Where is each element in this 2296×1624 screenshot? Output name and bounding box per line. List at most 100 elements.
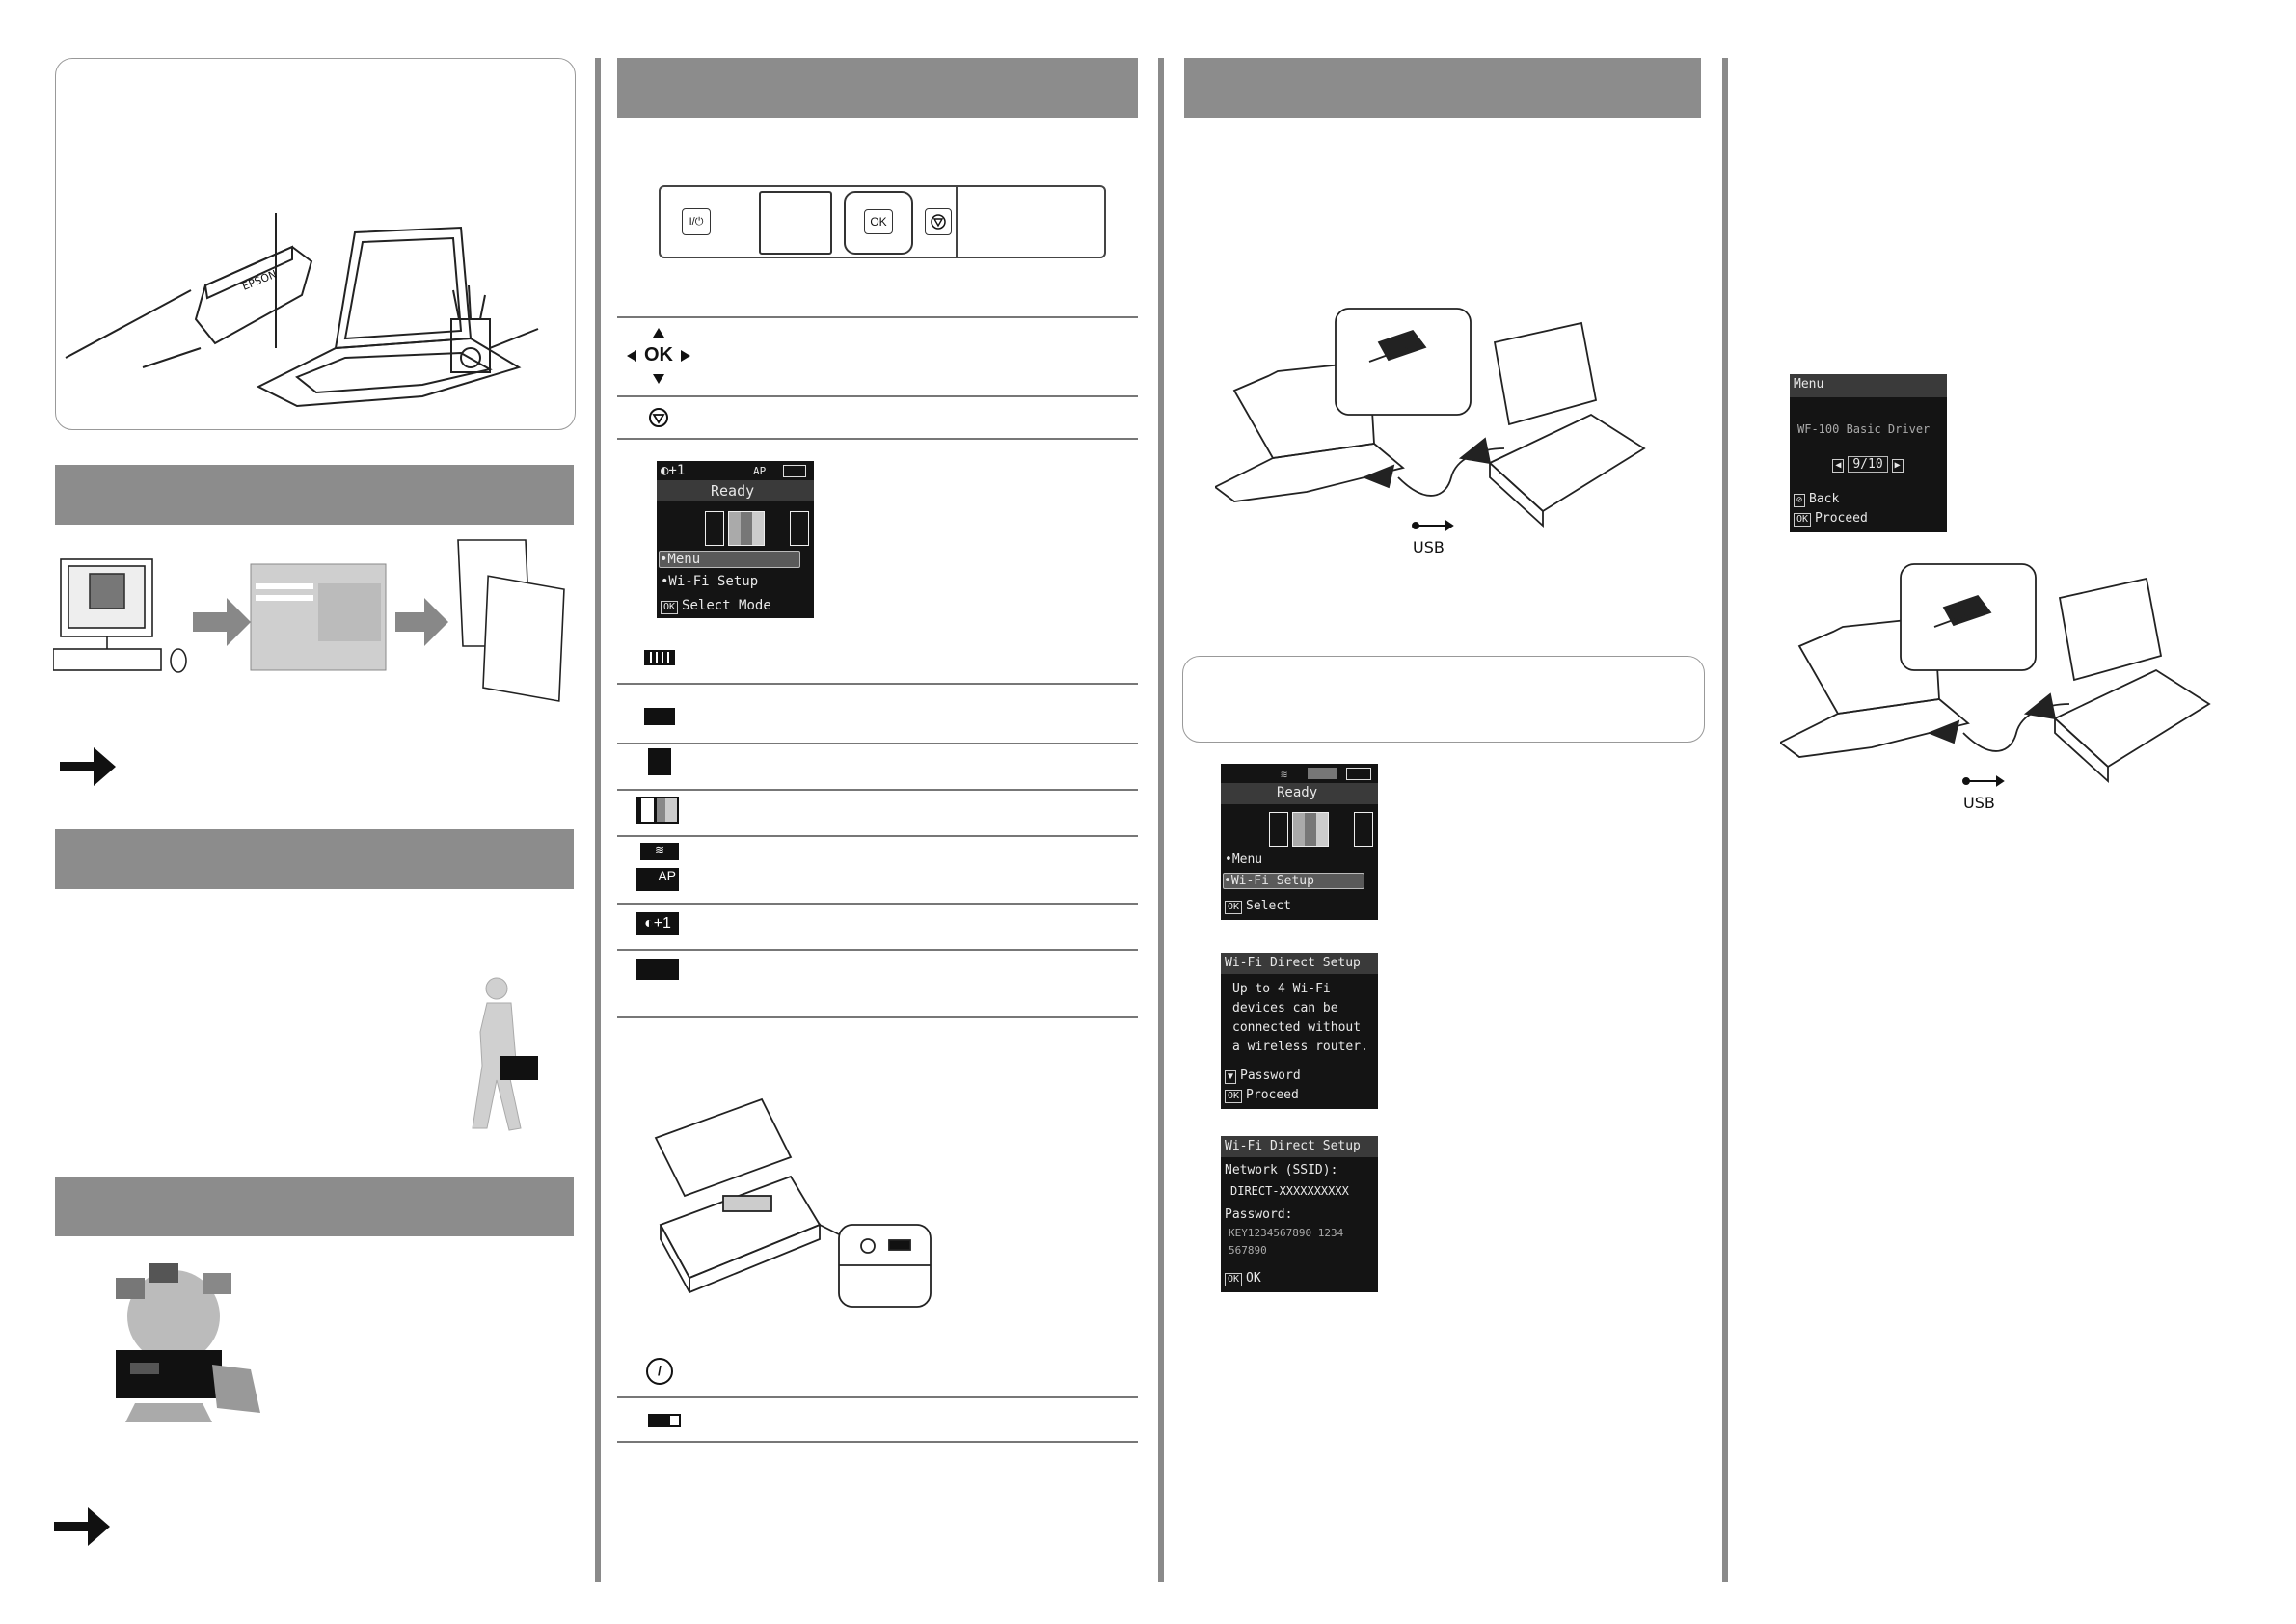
column-divider-1	[595, 58, 601, 1582]
lcd-ready-label: Ready	[711, 482, 755, 500]
usb-label: USB	[1413, 538, 1445, 556]
wifi-icon: ≋	[1281, 768, 1288, 781]
maintenance-box-status-icon	[648, 748, 671, 775]
column-divider-3	[1722, 58, 1728, 1582]
lcd-title-bar	[1221, 1136, 1378, 1157]
panel-lcd	[759, 191, 832, 255]
lcd-password-hint[interactable]: ▼Password	[1225, 1069, 1301, 1084]
lcd-title-bar	[1790, 374, 1947, 397]
battery-icon	[783, 465, 806, 477]
section-header-3	[55, 1177, 574, 1236]
stop-icon	[931, 214, 946, 230]
lcd-wifi-direct-setup-2: Wi-Fi Direct Setup Network (SSID): DIREC…	[1221, 1136, 1378, 1292]
table-line	[617, 1441, 1138, 1443]
wifi-ap-icon: AP	[636, 868, 679, 891]
dpad[interactable]: OK	[844, 191, 913, 255]
lcd-wifi-direct-setup: Wi-Fi Direct Setup Up to 4 Wi-Fi devices…	[1221, 953, 1378, 1109]
ink-plus-icon: ◐+1	[636, 912, 679, 935]
lcd-menu-screen: Menu WF-100 Basic Driver ◀9/10▶ ⊘Back OK…	[1790, 374, 1947, 532]
lcd-ready-label: Ready	[1277, 785, 1318, 800]
section-header-2	[55, 829, 574, 889]
printer-services-illustration	[116, 1263, 260, 1422]
wifi-status-icon: ≋	[640, 843, 679, 860]
wifi-ap-icon	[1308, 768, 1337, 779]
printer-laptop-illustration: EPSON	[65, 213, 539, 408]
lcd-line-1: Up to 4 Wi-Fi	[1232, 982, 1331, 996]
ink-cartridges-icon	[1269, 812, 1333, 847]
battery-icon	[1346, 768, 1371, 780]
battery-low-icon	[648, 1414, 681, 1427]
table-line	[617, 743, 1138, 744]
section-header-5	[1184, 58, 1701, 118]
lcd-title: Wi-Fi Direct Setup	[1225, 1139, 1361, 1153]
lcd-status-icons: ◐+1	[661, 463, 686, 478]
battery-charging-icon	[644, 708, 675, 725]
usb-symbol-icon	[1962, 775, 2005, 787]
lcd-password-label: Password:	[1225, 1207, 1293, 1222]
arrow-keys-icon	[627, 328, 690, 384]
lcd-password-value-2: 567890	[1229, 1244, 1267, 1257]
lcd-back-hint[interactable]: ⊘Back	[1794, 492, 1839, 507]
manual-flow-illustration	[53, 539, 565, 702]
walking-person-illustration	[472, 977, 538, 1131]
arrow-right-icon-1	[60, 747, 116, 786]
error-icon	[636, 959, 679, 980]
section-header-1	[55, 465, 574, 525]
intro-illustration-box: EPSON	[55, 58, 576, 430]
power-button[interactable]: I/⏻	[682, 208, 711, 235]
lcd-menu-item[interactable]: •Menu	[1225, 853, 1263, 867]
lcd-wifi-setup-item[interactable]: •Wi-Fi Setup	[661, 574, 759, 589]
panel-separator	[956, 187, 958, 257]
lcd-line-3: connected without	[1232, 1020, 1362, 1035]
lcd-title-bar	[1221, 783, 1378, 804]
usb-symbol-icon	[1412, 520, 1454, 531]
table-line	[617, 683, 1138, 685]
maintenance-box-icon	[790, 511, 809, 546]
usb-connection-illustration-1: USB	[1215, 308, 1646, 556]
ink-cartridges-icon	[705, 511, 769, 546]
lcd-title-bar	[1221, 953, 1378, 974]
note-box	[1182, 656, 1705, 743]
control-panel: I/⏻ OK	[659, 185, 1106, 258]
table-line	[617, 835, 1138, 837]
lcd-page-selector[interactable]: ◀9/10▶	[1826, 456, 1913, 476]
lcd-title: Menu	[1794, 377, 1824, 392]
dpad-ok-button[interactable]: OK	[864, 209, 893, 234]
stop-icon	[649, 408, 668, 427]
lcd-line-2: devices can be	[1232, 1001, 1338, 1015]
table-line	[617, 316, 1138, 318]
lcd-ssid-value: DIRECT-XXXXXXXXXX	[1230, 1184, 1349, 1198]
lcd-title: Wi-Fi Direct Setup	[1225, 956, 1361, 970]
maintenance-box-icon	[1354, 812, 1373, 847]
column-divider-2	[1158, 58, 1164, 1582]
table-line	[617, 903, 1138, 905]
lcd-ap-label: AP	[753, 465, 767, 477]
flow-arrow-1-icon	[193, 598, 251, 646]
svg-text:EPSON: EPSON	[240, 268, 279, 293]
lcd-wifi-setup-item[interactable]: •Wi-Fi Setup	[1223, 873, 1364, 889]
table-line	[617, 1396, 1138, 1398]
lcd-menu-item: WF-100 Basic Driver	[1797, 422, 1931, 436]
section-header-4	[617, 58, 1138, 118]
lcd-title-bar	[657, 480, 814, 501]
usb-connection-illustration-2: USB	[1780, 563, 2211, 812]
usb-label: USB	[1963, 794, 1995, 812]
lcd-network-label: Network (SSID):	[1225, 1163, 1338, 1177]
lcd-menu-item[interactable]: •Menu	[659, 551, 800, 568]
stop-button[interactable]	[925, 208, 952, 235]
printer-battery-illustration	[654, 1097, 932, 1308]
table-line	[617, 789, 1138, 791]
lcd-password-value: KEY1234567890 1234	[1229, 1227, 1344, 1239]
lcd-line-4: a wireless router.	[1232, 1040, 1368, 1054]
table-line	[617, 1016, 1138, 1018]
flow-arrow-2-icon	[395, 598, 448, 646]
table-line	[617, 949, 1138, 951]
ink-status-icon	[636, 797, 679, 824]
